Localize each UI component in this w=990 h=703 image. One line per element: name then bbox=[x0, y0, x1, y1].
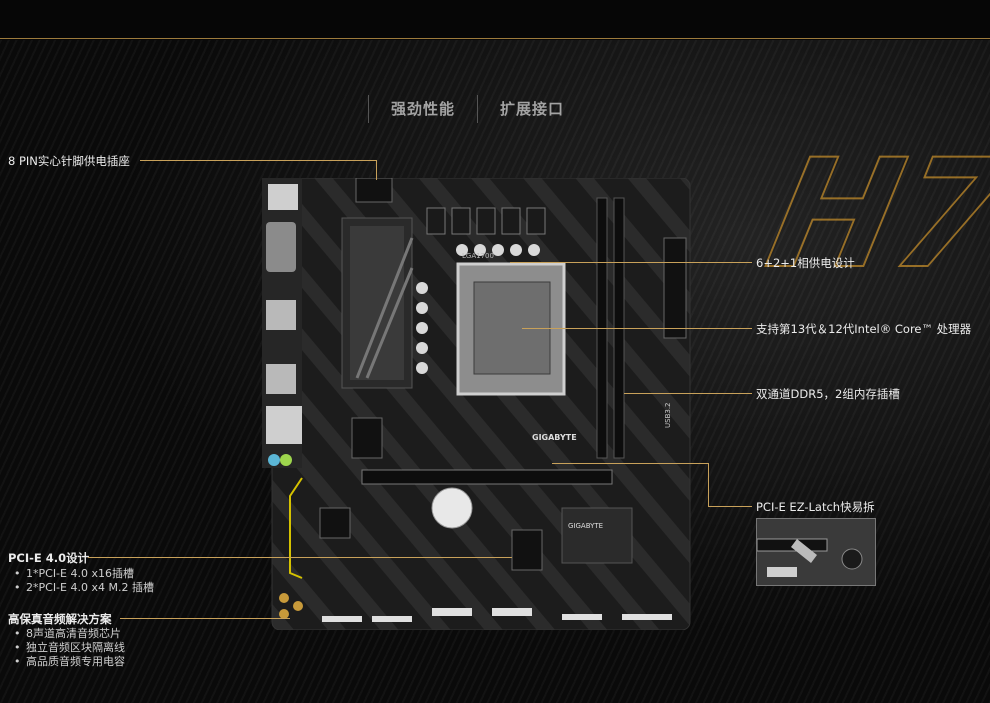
brand-graphic: H7 bbox=[754, 140, 990, 303]
leader-power-connector-drop bbox=[376, 160, 377, 180]
leader-ez-latch-end bbox=[708, 506, 752, 507]
ez-latch-closeup-image bbox=[756, 518, 876, 586]
atx-power-connector bbox=[663, 237, 687, 339]
socket-label: LGA1700 bbox=[462, 252, 494, 260]
leader-memory bbox=[624, 393, 752, 394]
audio-capacitors bbox=[279, 593, 303, 619]
pcie-item: 2*PCI-E 4.0 x4 M.2 插槽 bbox=[12, 581, 154, 595]
usb-label: USB3.2 bbox=[664, 402, 672, 428]
audio-port-green bbox=[280, 454, 292, 466]
pcie-x16-slot bbox=[361, 469, 613, 485]
audio-item: 8声道高清音频芯片 bbox=[12, 627, 125, 641]
leader-power-connector bbox=[140, 160, 376, 161]
audio-item: 高品质音频专用电容 bbox=[12, 655, 125, 669]
callout-audio-title: 高保真音频解决方案 bbox=[8, 612, 112, 626]
callout-pcie-title: PCI-E 4.0设计 bbox=[8, 551, 90, 565]
pcie-feature-list: 1*PCI-E 4.0 x16插槽 2*PCI-E 4.0 x4 M.2 插槽 bbox=[12, 567, 154, 595]
usb-port bbox=[266, 364, 296, 394]
pcie-item: 1*PCI-E 4.0 x16插槽 bbox=[12, 567, 154, 581]
tab-expansion[interactable]: 扩展接口 bbox=[477, 95, 586, 123]
callout-memory: 双通道DDR5，2组内存插槽 bbox=[756, 387, 900, 401]
audio-codec bbox=[319, 507, 351, 539]
motherboard-drawing: LGA1700 GIGABYTE GIGABYTE USB3.2 bbox=[262, 178, 691, 630]
feature-tabs: 强劲性能 扩展接口 bbox=[368, 92, 586, 126]
leader-pcie bbox=[88, 557, 512, 558]
hdmi-port bbox=[266, 300, 296, 330]
chipset-heatsink bbox=[561, 507, 633, 564]
bottom-headers bbox=[322, 608, 672, 622]
callout-ez-latch: PCI-E EZ-Latch快易拆 bbox=[756, 500, 875, 514]
motherboard-image: LGA1700 GIGABYTE GIGABYTE USB3.2 bbox=[262, 178, 692, 630]
leader-audio bbox=[120, 618, 290, 619]
audio-feature-list: 8声道高清音频芯片 独立音频区块隔离线 高品质音频专用电容 bbox=[12, 627, 125, 669]
vrm-capacitors bbox=[416, 244, 540, 374]
callout-cpu: 支持第13代＆12代Intel® Core™ 处理器 bbox=[756, 322, 972, 336]
cmos-battery bbox=[431, 487, 473, 529]
leader-ez-latch-drop bbox=[708, 463, 709, 506]
leader-ez-latch bbox=[552, 463, 708, 464]
leader-cpu bbox=[522, 328, 752, 329]
m2-slot-2 bbox=[511, 529, 543, 571]
ps2-port bbox=[268, 184, 298, 210]
lan-port bbox=[266, 406, 302, 444]
m2-slot-1 bbox=[351, 417, 383, 459]
vrm-chokes bbox=[426, 207, 546, 235]
board-brand: GIGABYTE bbox=[532, 433, 577, 442]
audio-port-blue bbox=[268, 454, 280, 466]
cpu-power-connector bbox=[355, 178, 393, 203]
callout-power-connector: 8 PIN实心针脚供电插座 bbox=[8, 154, 130, 168]
tab-performance[interactable]: 强劲性能 bbox=[368, 95, 477, 123]
callout-vrm: 6+2+1相供电设计 bbox=[756, 256, 855, 270]
leader-vrm bbox=[510, 262, 752, 263]
audio-item: 独立音频区块隔离线 bbox=[12, 641, 125, 655]
chipset-brand: GIGABYTE bbox=[568, 522, 603, 530]
top-bar bbox=[0, 0, 990, 39]
audio-isolation-line bbox=[289, 477, 303, 579]
vga-port bbox=[266, 222, 296, 272]
